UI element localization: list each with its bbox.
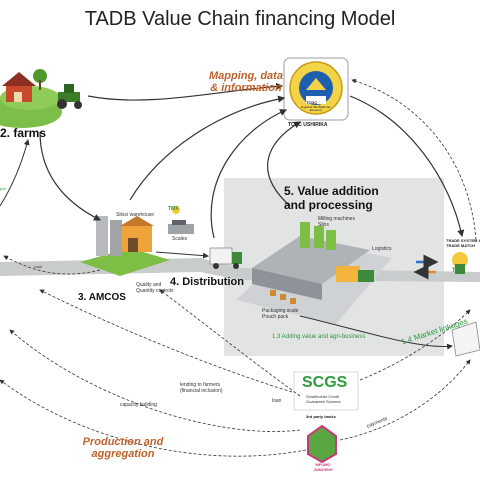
tcdc-seal xyxy=(283,57,349,121)
tcdc-seal-line2: Together We Build Our Economy xyxy=(300,105,332,112)
label-adding-value: 1.3 Adding value and agri-business xyxy=(272,334,366,340)
truck-icon xyxy=(209,247,242,269)
scgs-badge xyxy=(293,371,359,411)
scgs-subtitle: Smallholder Credit Guarantee Scheme xyxy=(306,394,341,404)
label-loan: loan xyxy=(272,398,282,404)
label-logistics: Logistics xyxy=(372,246,392,252)
tcdc-seal-line1: TCDC xyxy=(306,100,318,105)
label-packaging: Packaging scale Pouch pack xyxy=(262,308,299,320)
label-quality: Quality and Quantity controls xyxy=(136,282,174,294)
label-silos-warehouse: Silos/ warehouse xyxy=(116,212,155,218)
tractor-icon xyxy=(57,84,82,109)
label-trade-system: TRADE SYSTEM & TRADE MATCH xyxy=(446,238,480,248)
label-third-party: 3rd party banks xyxy=(306,414,336,419)
node-distribution: 4. Distribution xyxy=(170,276,244,288)
arrow-capacity xyxy=(9,329,301,432)
mfumo-logo xyxy=(307,424,337,464)
arrow-farms-to-tcdc xyxy=(87,82,284,101)
arrow-amcos-to-tcdc xyxy=(129,95,286,201)
label-mfumo: MFUMO JUMUISHI xyxy=(313,462,333,472)
arrow-amcos-to-left xyxy=(3,255,101,275)
node-value-addition: 5. Value addition and processing xyxy=(284,184,379,212)
arrow-trade-to-tcdc xyxy=(351,78,477,241)
tmx-small-logo xyxy=(172,206,180,214)
node-farms: 2. farms xyxy=(0,126,47,140)
label-tmx-large: TMX xyxy=(452,268,465,274)
arrow-loan xyxy=(159,289,301,397)
tcdc-caption: TCDC USHIRIKA xyxy=(288,122,328,128)
label-scales: Scales xyxy=(172,236,188,242)
label-road: road xyxy=(34,264,43,269)
scgs-title: SCGS xyxy=(302,374,348,391)
label-lending: lending to farmers (financial inclusion) xyxy=(180,382,223,394)
processing-plant xyxy=(236,222,392,324)
diagram-title: TADB Value Chain financing Model xyxy=(84,8,396,30)
label-tmx-small: TMX xyxy=(168,206,179,212)
scales-icon xyxy=(168,220,194,234)
exchange-arrows-icon xyxy=(413,254,439,280)
arrow-distribution-to-tcdc xyxy=(210,109,288,239)
arrow-amcos-to-processing xyxy=(155,251,209,259)
arrow-lending xyxy=(39,289,293,393)
arrow-production xyxy=(0,379,307,457)
arrow-payments xyxy=(339,359,471,441)
label-mapping: Mapping, data & information xyxy=(209,70,283,94)
label-production: Production and aggregation xyxy=(82,436,164,460)
arrow-scgs-to-trade xyxy=(359,309,471,381)
tmx-large-logo xyxy=(452,252,468,274)
arrow-market-linkages xyxy=(299,315,453,350)
amcos-warehouse xyxy=(80,216,170,276)
arrow-left-loop xyxy=(0,139,30,207)
delivery-truck-icon xyxy=(451,321,480,357)
label-capacity: capacity building xyxy=(120,402,157,408)
label-milling: Milling machines Silos xyxy=(318,216,355,228)
node-amcos: 3. AMCOS xyxy=(78,292,126,303)
farm-illustration xyxy=(0,69,62,128)
arrow-farms-down xyxy=(39,131,102,221)
arrow-tcdc-to-trade xyxy=(349,95,465,238)
arrow-processing-to-tcdc xyxy=(267,121,302,207)
label-input: put xyxy=(0,186,6,191)
